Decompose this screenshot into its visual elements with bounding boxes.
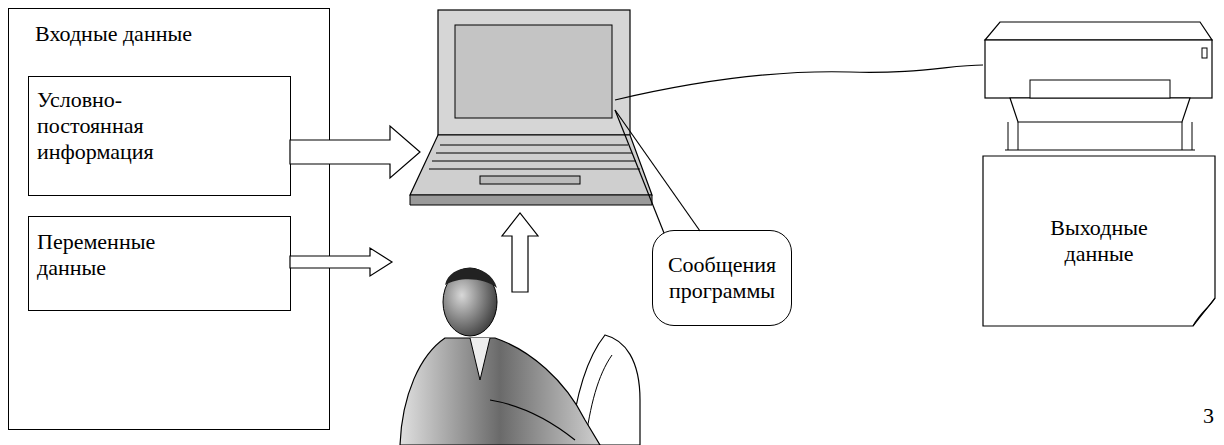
hollow-arrow	[290, 248, 392, 276]
callout-tail	[615, 110, 700, 233]
person-illustration	[400, 268, 640, 445]
callout-box: Сообщения программы	[652, 230, 792, 326]
laptop-illustration	[410, 10, 652, 205]
cable-wire	[615, 65, 983, 100]
node-text: Входные данные	[35, 21, 329, 47]
hollow-arrow	[502, 213, 538, 292]
hollow-arrow	[290, 126, 420, 178]
variable-data-box: Переменные данные	[28, 216, 291, 311]
input-data-box: Входные данныеУсловно- постоянная информ…	[8, 8, 330, 430]
page-number: 3	[1203, 403, 1214, 429]
node-text: Переменные данные	[37, 229, 197, 281]
node-text: Сообщения программы	[657, 252, 787, 304]
printer-illustration	[985, 22, 1212, 150]
node-text: Условно- постоянная информация	[37, 87, 197, 165]
node-text: Выходные данные	[1029, 215, 1169, 267]
constant-data-box: Условно- постоянная информация	[28, 76, 291, 196]
output-document: Выходные данные	[982, 155, 1216, 327]
